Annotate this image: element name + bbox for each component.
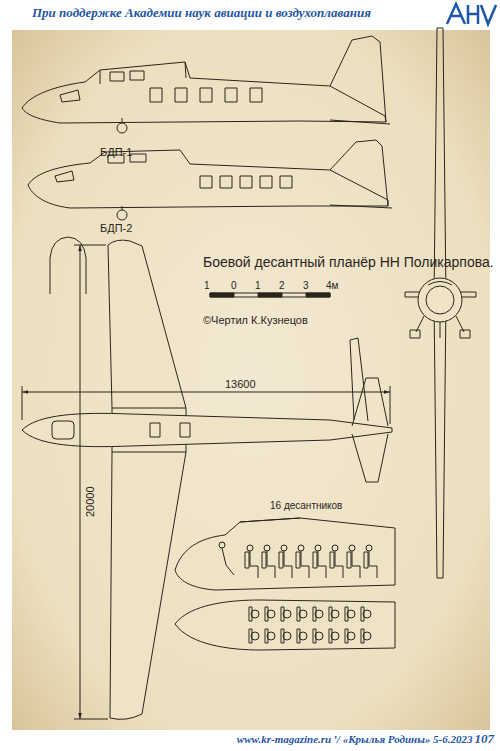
scale-number: 3 [303, 280, 309, 291]
author-credit: ©Чертил К.Кузнецов [203, 314, 308, 326]
scale-number: 1 [204, 280, 210, 291]
side-view-bdp2 [28, 140, 392, 220]
dimension-value: 20000 [84, 487, 96, 518]
website-url: www.kr-magazine.ru [237, 733, 331, 745]
scale-number: 0 [231, 280, 237, 291]
page-number: 107 [475, 731, 495, 747]
dimension-value: 13600 [225, 378, 256, 390]
view-label: БДП-1 [100, 146, 132, 158]
scale-unit: 4м [326, 280, 338, 291]
paper-ground [12, 30, 490, 730]
wingtip-view [50, 237, 86, 294]
note-text: 16 десантников [270, 500, 342, 511]
view-label: БДП-2 [100, 222, 132, 234]
sponsor-header: При поддержке Академии наук авиации и во… [32, 6, 371, 20]
scale-bar [210, 293, 330, 297]
troop-cutaway-side [175, 518, 395, 590]
front-view [405, 28, 476, 578]
magazine-issue: ’/ «Крылья Родины» 5-6.2023 [333, 733, 472, 745]
page-footer: www.kr-magazine.ru’/ «Крылья Родины» 5-6… [237, 731, 494, 747]
side-view-bdp1 [22, 36, 390, 133]
scale-number: 2 [279, 280, 285, 291]
academy-logo [447, 4, 496, 24]
scale-number: 1 [255, 280, 261, 291]
troop-cutaway-plan [175, 600, 395, 650]
drawing-title: Боевой десантный планёр НН Поликарпова. [203, 255, 494, 270]
